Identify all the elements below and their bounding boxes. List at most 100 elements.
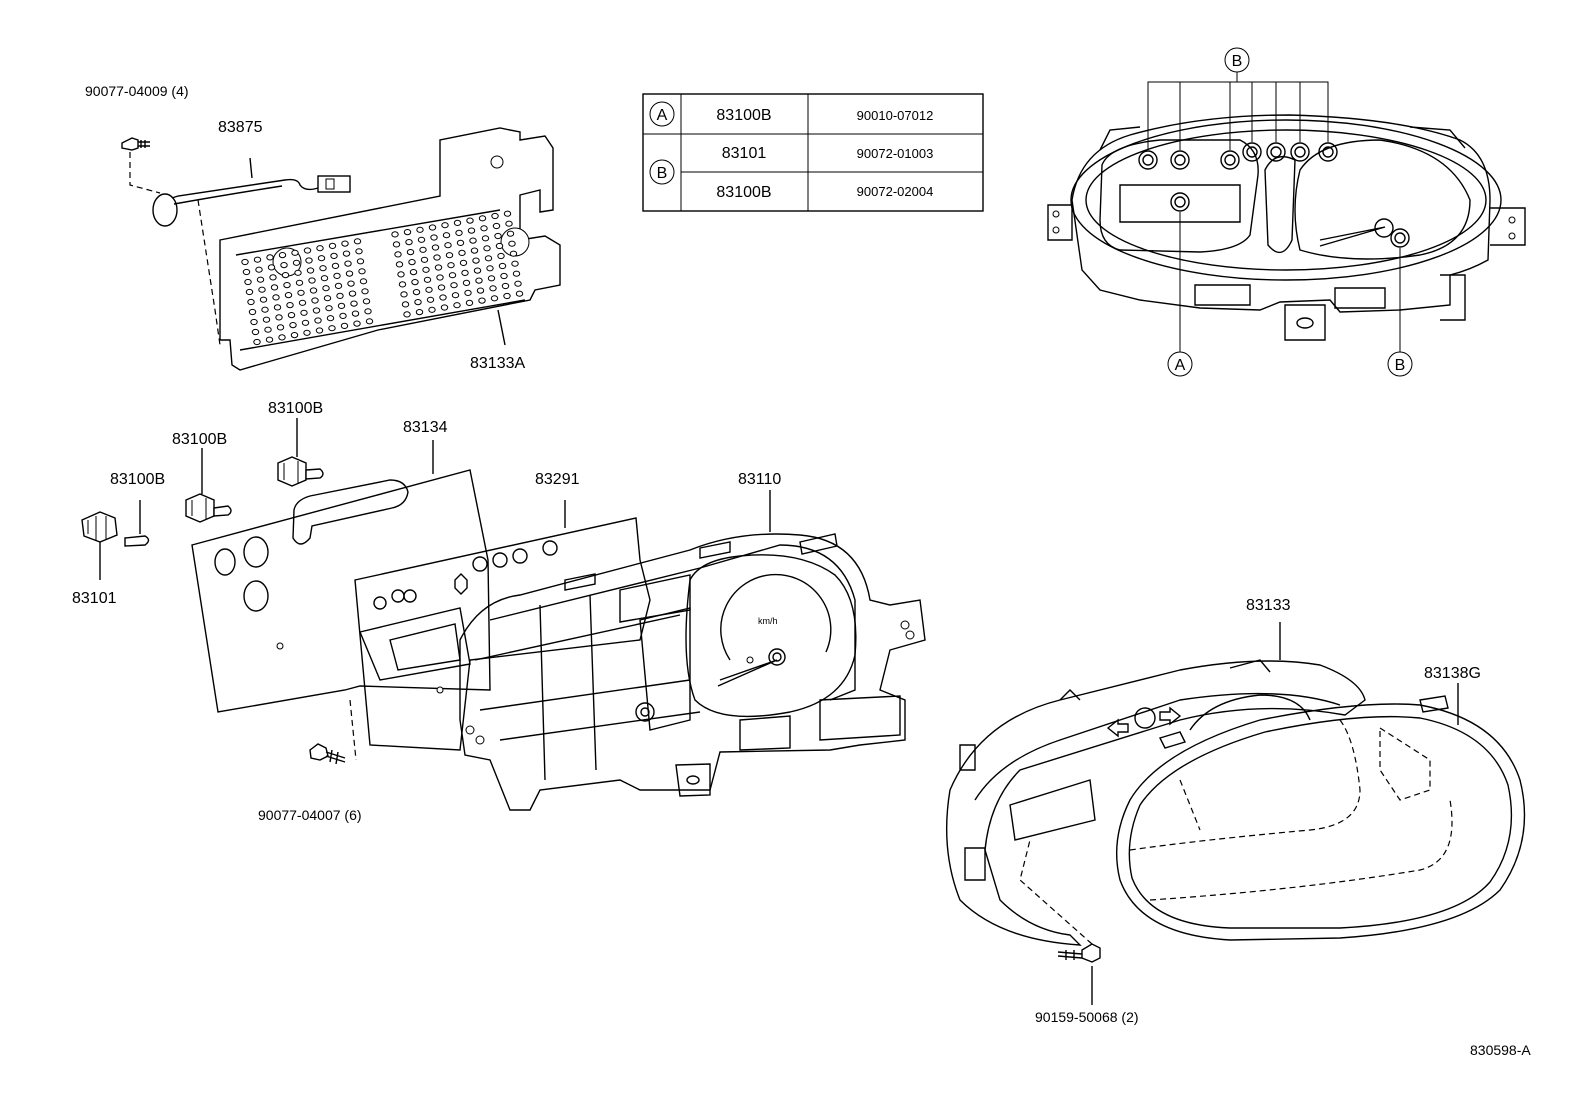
plate-hole [456,239,465,246]
plate-hole [394,251,402,258]
plate-hole [330,252,338,259]
plate-hole [422,266,430,273]
plate-hole [322,285,330,292]
plate-hole [297,289,305,296]
plate-hole [395,261,404,268]
plate-hole [365,318,374,325]
plate-hole [486,265,494,272]
plate-hole [484,255,493,262]
plate-hole [272,294,280,301]
plate-hole [305,257,313,264]
plate-hole [465,299,474,306]
plate-hole [309,287,318,294]
plate-hole [251,328,260,336]
plate-hole [269,274,277,281]
plate-hole [351,310,360,317]
plate-hole [258,286,266,293]
wire-83875 [152,157,351,227]
plate-hole [315,327,324,334]
bolt-90077-04007 [309,699,357,765]
plate-hole [423,276,432,283]
plate-hole [278,334,286,341]
plate-hole [447,262,455,269]
plate-hole [361,288,369,295]
plate-hole [403,311,411,318]
plate-hole [286,302,294,309]
plate-hole [398,281,407,288]
label-83100B-upper: 83100B [268,400,323,417]
plate-hole [280,262,288,269]
plate-hole [355,248,363,255]
plate-hole [303,247,312,254]
cover-83138G [1116,683,1526,941]
plate-hole [362,298,371,305]
plate-hole [473,267,482,274]
callout-b-top: B [1232,53,1243,70]
plate-hole [245,288,254,296]
socket-markers [1138,142,1410,248]
label-bolt-90077-04009: 90077-04009 (4) [85,83,189,99]
plate-hole [303,329,311,336]
bolt-90159-50068 [1019,839,1101,1005]
board-83134 [191,440,491,713]
plate-hole [458,249,466,256]
plate-hole [253,338,261,346]
plate-hole [248,308,257,316]
cluster-rear-view: B A B [1047,47,1526,377]
plate-hole [270,284,279,291]
plate-hole [514,280,522,287]
plate-hole [340,322,349,329]
plate-hole [265,336,274,343]
label-83133: 83133 [1246,597,1291,614]
plate-hole [325,305,333,312]
plate-hole [275,314,283,321]
label-83101: 83101 [72,590,117,607]
plate-hole [353,238,362,245]
plate-hole [408,259,416,266]
plate-hole [414,299,422,306]
plate-hole [442,232,451,239]
plate-hole [509,250,518,257]
plate-hole [511,260,519,267]
plate-hole [267,264,276,271]
plate-83133A [197,127,561,371]
plate-hole [476,287,485,294]
plate-hole [331,262,340,269]
plate-hole [489,285,497,292]
plate-hole [287,312,296,319]
speedo-unit: km/h [758,616,778,626]
plate-hole [345,270,354,277]
plate-hole [261,306,269,313]
plate-hole [334,282,343,289]
plate-hole [348,290,357,297]
plate-hole [464,289,472,296]
bolt-90077-04009 [121,137,161,194]
lens-83133 [945,622,1366,946]
plate-hole [461,269,469,276]
plate-hole [437,284,446,291]
plate-hole [262,316,271,323]
plate-hole [317,255,326,262]
plate-hole [356,258,365,265]
plate-hole [425,286,433,293]
plate-hole [415,309,424,316]
plate-hole [392,241,401,248]
plate-hole [400,291,408,298]
plate-hole [339,312,347,319]
plate-hole [503,210,512,217]
plate-hole [508,240,516,247]
plate-hole [391,231,399,238]
plate-hole [483,245,491,252]
plate-hole [469,237,477,244]
plate-hole [256,276,265,283]
plate-hole [358,268,366,275]
plate-hole [445,252,454,259]
plate-hole [480,225,488,232]
plate-hole [247,298,255,306]
plate-hole [300,309,308,316]
case-83110: km/h [459,490,926,811]
plate-hole [430,234,438,241]
label-83291: 83291 [535,471,580,488]
plate-hole [503,292,511,300]
plate-hole [290,332,299,339]
